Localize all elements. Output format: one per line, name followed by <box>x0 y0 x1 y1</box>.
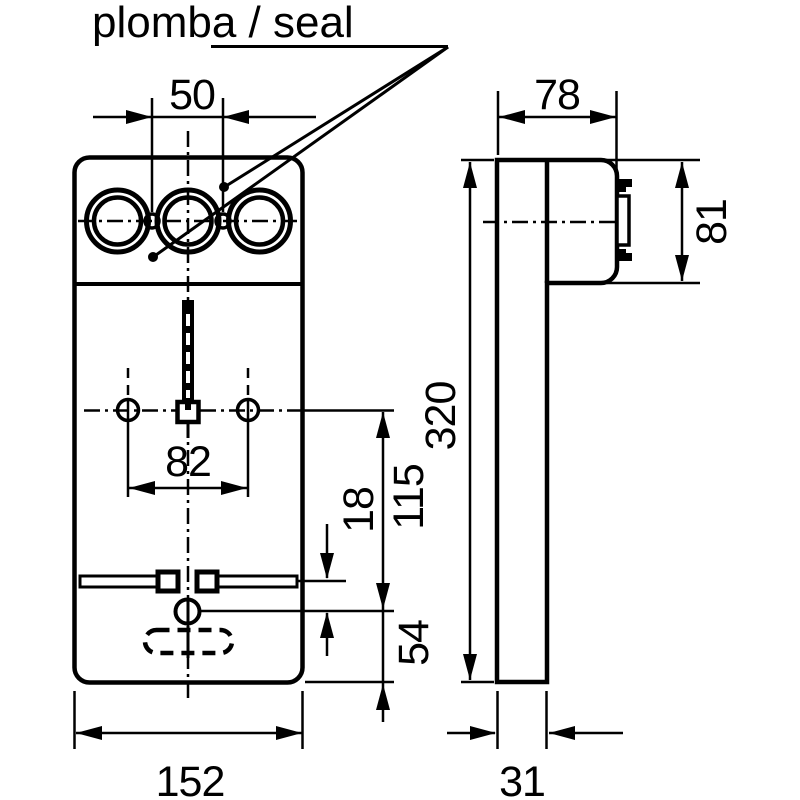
seal-leader-line-2 <box>155 45 449 257</box>
terminal-circle-right-inner <box>233 195 286 247</box>
seal-point-dot-2 <box>148 252 158 262</box>
dim50-arrow-right <box>223 110 249 124</box>
terminal-detail-top-step <box>617 187 626 192</box>
seal-screw-right <box>214 212 232 230</box>
dim320-arrow-down <box>463 654 477 680</box>
dim152-arrow-left <box>76 726 102 740</box>
dim31-arrow-left <box>470 726 496 740</box>
side-dimensions: 78 81 320 31 <box>417 71 736 800</box>
dim320-arrow-up <box>463 162 477 188</box>
dim115-arrow-up <box>376 412 390 438</box>
hanger-slot-end-tick <box>185 402 191 410</box>
dim54-label: 54 <box>390 620 438 666</box>
terminal-circle-left <box>84 187 151 255</box>
strip-right-bar <box>215 574 299 589</box>
seal-label: plomba / seal <box>92 0 354 47</box>
seal-screw-left <box>143 212 161 230</box>
dim81-label: 81 <box>688 199 736 245</box>
fixing-hole-right <box>235 397 261 423</box>
dim54-arrow-up <box>376 684 390 710</box>
dim81-arrow-down <box>675 255 689 281</box>
strip-right-square <box>194 569 220 594</box>
hanger-slot <box>182 300 194 402</box>
terminal-detail-bottom-step <box>617 249 626 254</box>
dim82-arrow-left <box>129 481 155 495</box>
seal-annotation: plomba / seal <box>92 0 449 262</box>
dim152-arrow-right <box>276 726 302 740</box>
dim18-arrow-up <box>320 612 334 638</box>
strip-left-bar <box>78 574 160 589</box>
dim50-label: 50 <box>169 71 215 119</box>
dim115-arrow-down <box>376 583 390 609</box>
dim78-arrow-left <box>499 110 525 124</box>
dim82-label: 82 <box>165 438 211 486</box>
dim78-label: 78 <box>534 71 580 119</box>
dim18-arrow-down <box>320 553 334 579</box>
dim78-arrow-right <box>590 110 616 124</box>
dim31-label: 31 <box>499 758 545 800</box>
dim31-arrow-right <box>549 726 575 740</box>
dim50-arrow-left <box>126 110 152 124</box>
terminal-detail-body <box>615 194 631 247</box>
terminal-detail-top-tab <box>617 179 632 187</box>
dim152-label: 152 <box>156 758 225 800</box>
terminal-detail-bottom-tab <box>617 253 632 261</box>
terminal-circle-center <box>154 187 222 255</box>
terminal-circle-left-inner <box>91 195 144 247</box>
dim82-arrow-right <box>221 481 247 495</box>
dim81-arrow-up <box>675 162 689 188</box>
front-dimensions: 50 82 152 115 54 18 <box>73 71 438 800</box>
terminal-circle-center-inner <box>162 195 214 247</box>
front-view <box>72 131 305 699</box>
seal-leader-line-1 <box>225 45 449 188</box>
dim320-label: 320 <box>417 382 465 451</box>
dim18-label: 18 <box>335 487 383 533</box>
strip-left-square <box>155 569 181 594</box>
fixing-hole-left <box>115 397 141 423</box>
dim115-label: 115 <box>385 464 433 530</box>
